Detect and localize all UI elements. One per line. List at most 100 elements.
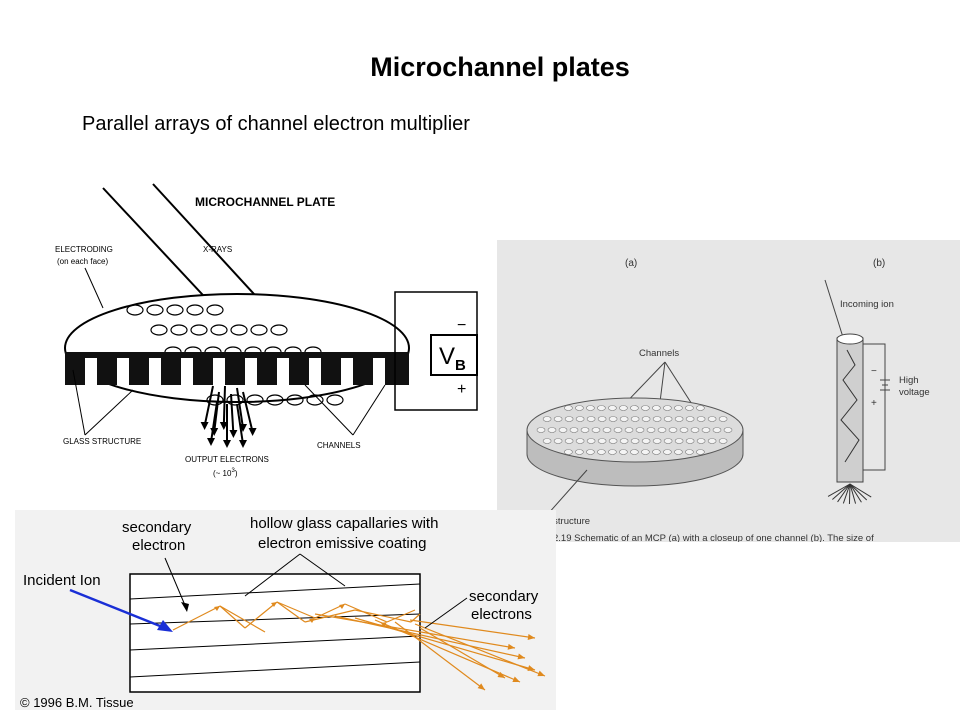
disc-hole — [580, 427, 590, 433]
exiting-electron — [374, 619, 521, 683]
disc-hole — [624, 427, 634, 433]
disc-hole — [674, 449, 683, 455]
disc-hole — [602, 427, 612, 433]
xrays-label: X-RAYS — [203, 245, 232, 254]
disc-hole — [668, 427, 678, 433]
disc-hole — [586, 405, 595, 411]
disc-hole — [657, 427, 667, 433]
disc-hole — [652, 449, 661, 455]
disc-hole — [652, 438, 662, 444]
incident-ion-label: Incident Ion — [23, 572, 101, 589]
disc-hole — [597, 449, 606, 455]
disc-hole — [712, 427, 722, 433]
tube-output-electron — [849, 483, 868, 501]
mcp-diagram: MICROCHANNEL PLATE X-RAYS ELECTRODING (o… — [55, 183, 478, 478]
bounce-arrowhead — [339, 604, 345, 609]
channel-hole — [210, 324, 228, 336]
disc-hole — [586, 449, 595, 455]
electron-path — [314, 603, 346, 619]
disc-hole — [575, 449, 584, 455]
disc-hole — [663, 438, 673, 444]
leader-arrowhead — [181, 602, 189, 612]
output-electron-head — [239, 440, 247, 448]
disc-hole — [619, 438, 629, 444]
photo-background — [497, 240, 960, 542]
secondary-electron-label-2: electron — [132, 537, 185, 554]
disc-hole — [564, 405, 573, 411]
exiting-electron — [409, 619, 536, 639]
channel-hole — [270, 324, 288, 336]
channel-hole — [146, 304, 164, 316]
high-voltage-sublabel: voltage — [899, 387, 930, 398]
exiting-electron-head — [507, 643, 515, 650]
output-electron-head — [200, 422, 209, 430]
disc-hole — [685, 438, 695, 444]
bounce-arrowhead — [381, 622, 387, 627]
glass-pointer — [546, 469, 588, 516]
mcp-photo-figure: (a) (b) Incoming ion − + High voltage Ch… — [497, 240, 960, 542]
voltage-box — [430, 334, 478, 376]
voltage-subscript: B — [455, 357, 466, 374]
output-label: OUTPUT ELECTRONS — [185, 455, 269, 464]
disc-hole — [652, 416, 662, 422]
incident-ion-arrow — [69, 588, 166, 630]
copyright-notice: © 1996 B.M. Tissue — [20, 695, 134, 710]
hollow-leader — [299, 553, 346, 587]
plate-notch — [149, 358, 161, 385]
channel-hole — [170, 324, 188, 336]
tube-output-electron — [832, 483, 851, 500]
bounce-arrowhead — [271, 602, 277, 607]
disc-hole — [674, 405, 683, 411]
disc-hole — [591, 427, 601, 433]
disc-hole — [663, 416, 673, 422]
electron-path — [386, 609, 416, 623]
label-a: (a) — [625, 258, 637, 269]
channel-hole — [206, 394, 224, 406]
slide-title: Microchannel plates — [370, 52, 630, 82]
voltage-symbol: V — [439, 343, 455, 370]
channels-label: CHANNELS — [317, 441, 361, 450]
plate-notch — [181, 358, 193, 385]
disc-hole — [635, 427, 645, 433]
tube-output-electron — [848, 483, 851, 505]
exiting-electron — [414, 623, 546, 677]
channel-hole — [230, 324, 248, 336]
plate-notch — [373, 358, 385, 385]
disc-hole — [542, 438, 552, 444]
disc-hole — [619, 416, 629, 422]
disc-hole — [630, 438, 640, 444]
disc-hole — [586, 416, 596, 422]
disc-hole — [597, 438, 607, 444]
disc-hole — [696, 449, 705, 455]
output-electron-head — [223, 440, 231, 448]
disc-hole — [674, 438, 684, 444]
disc-hole — [542, 416, 552, 422]
channel-hole — [206, 304, 224, 316]
disc-hole — [536, 427, 546, 433]
electron-path — [276, 601, 306, 623]
channels-leader — [304, 384, 354, 436]
disc-hole — [630, 405, 639, 411]
channel-hole — [190, 324, 208, 336]
tube-output-electron — [849, 483, 862, 503]
disc-hole — [608, 405, 617, 411]
electron-path — [354, 609, 412, 623]
hollow-leader — [244, 553, 301, 597]
channel-hole — [126, 304, 144, 316]
disc-hole — [652, 405, 661, 411]
glass-label-photo: ss structure — [541, 516, 590, 527]
channel-hole — [286, 394, 304, 406]
output-electron — [236, 387, 244, 429]
plate-notch — [341, 358, 353, 385]
exiting-electron-head — [527, 634, 535, 640]
bounce-arrowhead — [214, 606, 220, 611]
disc-hole — [707, 416, 717, 422]
disc-hole — [547, 427, 557, 433]
tube-output-electron — [849, 483, 857, 504]
glass-label: GLASS STRUCTURE — [63, 437, 141, 446]
tube-output-electrons — [827, 483, 872, 505]
disc-hole — [679, 427, 689, 433]
disc-hole — [586, 438, 596, 444]
slide-subtitle: Parallel arrays of channel electron mult… — [82, 113, 470, 135]
incoming-ion-label: Incoming ion — [840, 299, 894, 310]
